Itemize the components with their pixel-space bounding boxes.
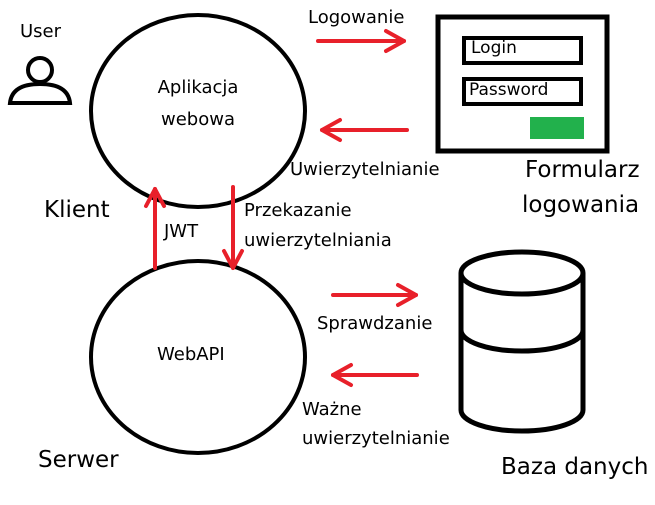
jwt-label: JWT [164,221,199,242]
arrow-uwierzytelnianie [320,118,409,142]
form-label-line2: logowania [522,192,640,218]
password-field-label: Password [469,80,549,100]
database-cylinder [458,249,586,434]
login-field-box [462,36,583,65]
app-label-line2: webowa [161,109,235,130]
uwierzytelnianie-label: Uwierzytelnianie [290,159,440,180]
arrow-logowanie [316,29,406,53]
wazne-label-line1: Ważne [302,399,362,420]
user-icon [7,56,73,105]
password-field-box [462,77,583,106]
webapi-circle [89,259,307,455]
form-label-line1: Formularz [525,157,640,183]
login-field-label: Login [471,38,517,58]
submit-button-shape [530,117,584,139]
database-label: Baza danych [501,454,649,480]
app-label-line1: Aplikacja [157,77,239,98]
user-label: User [20,21,62,42]
server-label: Serwer [38,447,119,473]
arrow-sprawdzanie [331,283,418,307]
przekazanie-label-line2: uwierzytelniania [244,230,392,251]
arrow-wazne [331,363,419,387]
wazne-label-line2: uwierzytelnianie [302,428,450,449]
client-circle [89,13,307,209]
arrow-jwt-up [144,187,166,270]
arrow-przekazanie-down [222,185,244,270]
client-label: Klient [44,197,110,223]
webapi-label: WebAPI [157,344,225,365]
przekazanie-label-line1: Przekazanie [244,200,352,221]
login-form-window [435,14,610,154]
logowanie-label: Logowanie [308,7,405,28]
sprawdzanie-label: Sprawdzanie [317,313,433,334]
